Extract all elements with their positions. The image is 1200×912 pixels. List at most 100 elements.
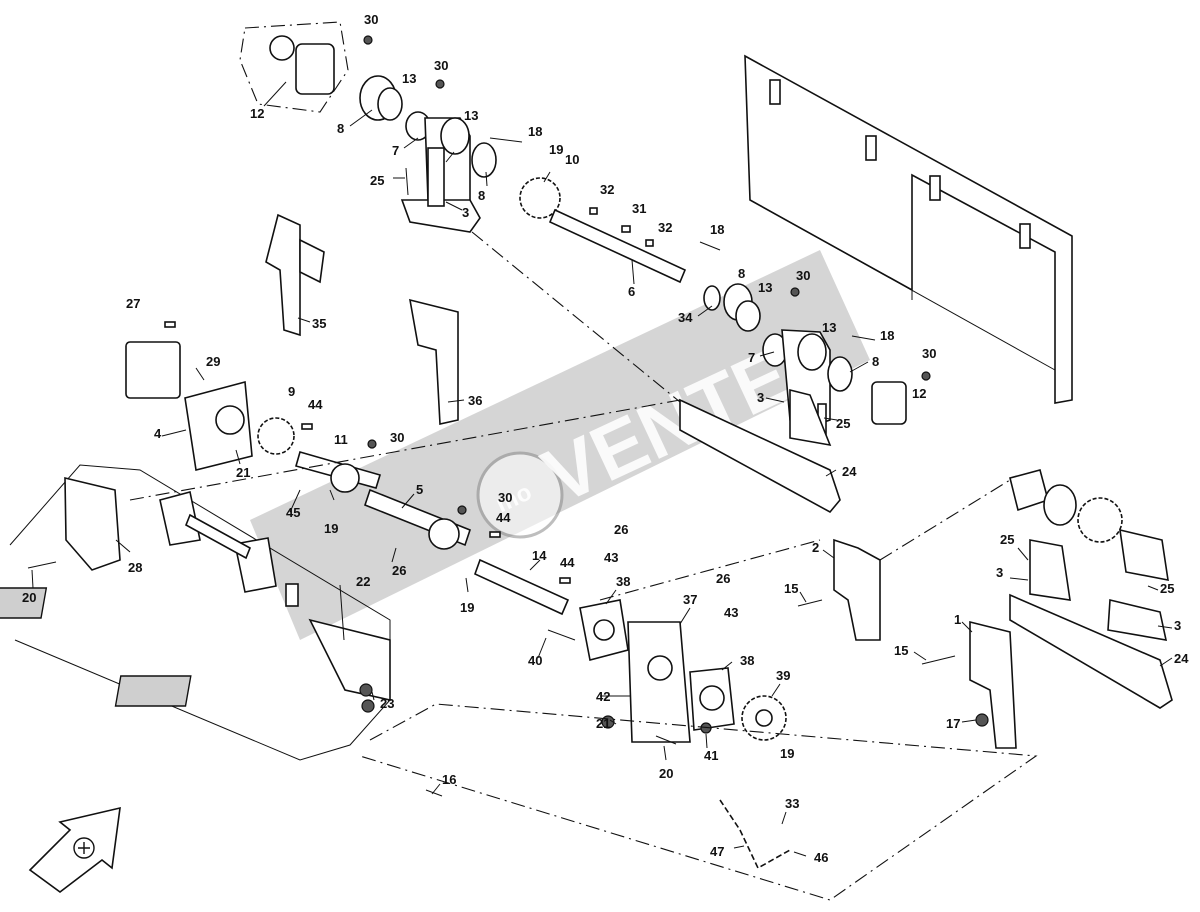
support-3-leg-top [427, 147, 445, 207]
callout-7: 7 [748, 350, 755, 365]
support-3-right [789, 388, 832, 447]
callout-30: 30 [434, 58, 448, 73]
screw-15b [921, 655, 956, 665]
callout-6: 6 [628, 284, 635, 299]
callout-19: 19 [780, 746, 794, 761]
screw-16 [425, 789, 443, 797]
callout-39: 39 [776, 668, 790, 683]
watermark-logo-icon [476, 451, 564, 539]
bearing-housing-right-low [1119, 528, 1169, 581]
callout-43: 43 [604, 550, 618, 565]
key-27 [164, 321, 176, 328]
key-31 [621, 225, 631, 233]
panel-bracket-3 [929, 175, 941, 201]
callout-labels: 30 12 8 13 30 7 13 18 19 10 8 25 3 32 31… [22, 12, 1189, 865]
screw-18-right-b [851, 335, 876, 341]
callout-26: 26 [614, 522, 628, 537]
callout-37: 37 [683, 592, 697, 607]
callout-8: 8 [738, 266, 745, 281]
plate-37-hole [647, 655, 673, 681]
callout-8: 8 [337, 121, 344, 136]
bottom-center-drive [425, 599, 791, 870]
callout-35: 35 [312, 316, 326, 331]
callout-33: 33 [785, 796, 799, 811]
callout-26: 26 [716, 571, 730, 586]
callout-13: 13 [464, 108, 478, 123]
callout-25: 25 [1160, 581, 1174, 596]
bearing-13-right [735, 300, 761, 332]
callout-42: 42 [596, 689, 610, 704]
callout-12: 12 [250, 106, 264, 121]
grease-nipple-30c [790, 287, 800, 297]
callout-40: 40 [528, 653, 542, 668]
callout-4: 4 [154, 426, 162, 441]
sprocket-39-hub [755, 709, 773, 727]
callout-26: 26 [392, 563, 406, 578]
callout-47: 47 [710, 844, 724, 859]
callout-24: 24 [1174, 651, 1189, 666]
callout-13: 13 [822, 320, 836, 335]
callout-13: 13 [758, 280, 772, 295]
callout-25: 25 [1000, 532, 1014, 547]
watermark-band [250, 250, 870, 640]
callout-21: 21 [236, 465, 250, 480]
callout-22: 22 [356, 574, 370, 589]
callout-44: 44 [496, 510, 511, 525]
callout-17: 17 [946, 716, 960, 731]
frame-shaft [184, 513, 252, 560]
support-3-right-a [1029, 539, 1071, 601]
callout-30: 30 [922, 346, 936, 361]
bearing-13-top [377, 87, 403, 121]
callout-18: 18 [528, 124, 542, 139]
callout-25: 25 [836, 416, 850, 431]
pad-1 [0, 587, 48, 619]
callout-41: 41 [704, 748, 718, 763]
callout-10: 10 [565, 152, 579, 167]
callout-30: 30 [796, 268, 810, 283]
callout-34: 34 [678, 310, 693, 325]
support-3-base-top [400, 199, 481, 233]
bracket-35 [265, 213, 301, 337]
roller-chain-47 [719, 799, 791, 870]
nut-23a [359, 683, 373, 697]
assembly-line-3 [359, 703, 1038, 901]
callout-32: 32 [600, 182, 614, 197]
coupling-right [428, 518, 460, 550]
callout-25: 25 [370, 173, 384, 188]
bracket-1 [969, 620, 1017, 749]
screw-18-right [699, 241, 721, 251]
support-3-right-b [1107, 599, 1168, 641]
callout-7: 7 [392, 143, 399, 158]
bracket-2 [833, 538, 881, 641]
key-32b [645, 239, 654, 247]
callout-20: 20 [22, 590, 36, 605]
circlip-34 [703, 285, 721, 311]
callout-15: 15 [784, 581, 798, 596]
callout-20: 20 [659, 766, 673, 781]
flange-bearing-38b-bore [699, 685, 725, 711]
flange-bearing-38a-bore [593, 619, 615, 641]
flange-8-right-b [827, 356, 853, 392]
brackets-35-36 [265, 213, 459, 425]
callout-44: 44 [308, 397, 323, 412]
top-shaft-assembly [239, 21, 687, 284]
callout-32: 32 [658, 220, 672, 235]
grease-nipple-30a [363, 35, 373, 45]
direction-arrow-icon [28, 806, 121, 893]
callout-9: 9 [288, 384, 295, 399]
panel-bracket-1 [769, 79, 781, 105]
screw-15a [797, 599, 823, 607]
right-lower-assembly [797, 469, 1173, 749]
bracket-36 [408, 298, 459, 425]
assembly-line-2 [129, 399, 681, 501]
callout-3: 3 [996, 565, 1003, 580]
assembly-line-5 [599, 539, 821, 601]
plate-hole [215, 405, 245, 435]
key-44a [301, 423, 313, 430]
bearing-block-left [159, 491, 201, 546]
key-32a [589, 207, 598, 215]
panel-bracket-2 [865, 135, 877, 161]
bearing-13-top-b [440, 117, 470, 155]
bearing-13-right-b [797, 333, 827, 371]
